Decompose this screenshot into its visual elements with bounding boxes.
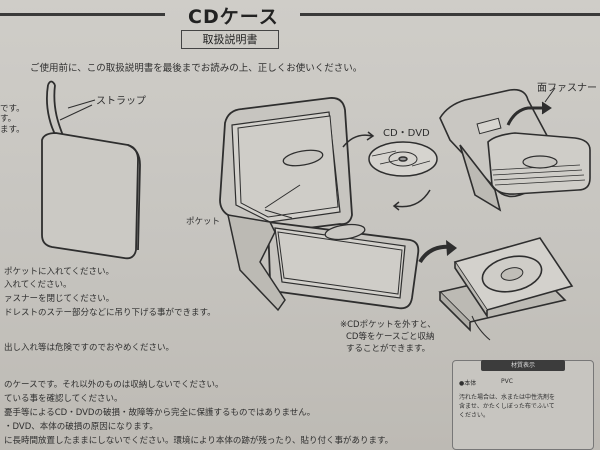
left-margin-line-1: です。 xyxy=(0,104,25,114)
step-line-2: 入れてください。 xyxy=(4,280,72,290)
material-item-value: PVC xyxy=(501,378,513,385)
pocket-label: ポケット xyxy=(186,217,221,227)
eject-arrow-head xyxy=(392,201,400,211)
bottom-line-4: ・DVD、本体の破損の原因になります。 xyxy=(4,422,158,432)
material-note-3: ください。 xyxy=(459,412,490,419)
fastener-leader xyxy=(544,87,556,103)
cd-dvd-label: CD・DVD xyxy=(383,128,430,139)
bottom-line-5: に長時間放置したままにしないでください。環境により本体の跡が残ったり、貼り付く事… xyxy=(4,436,394,446)
bottom-line-2: ている事を確認してください。 xyxy=(4,394,123,404)
title-rule-left xyxy=(0,13,165,16)
note-line-3: することができます。 xyxy=(346,344,431,354)
intro-text: ご使用前に、この取扱説明書を最後までお読みの上、正しくお使いください。 xyxy=(30,63,363,74)
material-note-1: 汚れた場合は、水または中性洗剤を xyxy=(459,394,556,401)
note-line-1: ※CDポケットを外すと、 xyxy=(340,320,436,330)
insert-arrow xyxy=(342,134,373,148)
material-item-label: ●本体 xyxy=(459,380,477,387)
material-box: 材質表示 ●本体 PVC 汚れた場合は、水または中性洗剤を 含ませ、かたくしぼっ… xyxy=(452,360,594,450)
bottom-line-1: のケースです。それ以外のものは収納しないでください。 xyxy=(4,380,224,390)
strap-label: ストラップ xyxy=(96,96,146,107)
remove-arrow-head xyxy=(446,240,457,256)
closed-case-illustration xyxy=(41,80,141,260)
insert-arrow-head xyxy=(366,131,375,141)
step-line-1: ポケットに入れてください。 xyxy=(4,267,114,277)
material-note-2: 含ませ、かたくしぼった布でふいて xyxy=(459,403,555,410)
material-title: 材質表示 xyxy=(481,360,565,371)
removed-pocket-illustration xyxy=(438,237,574,341)
manual-subtitle: 取扱説明書 xyxy=(181,30,279,49)
fastener-label: 面ファスナー xyxy=(537,83,597,94)
left-margin-line-2: す。 xyxy=(0,114,17,124)
step-line-3: ァスナーを閉じてください。 xyxy=(4,294,115,304)
open-case-illustration xyxy=(219,97,420,312)
title-rule-right xyxy=(300,13,600,16)
fastener-illustration xyxy=(439,88,591,212)
note-line-2: CD等をケースごと収納 xyxy=(346,332,435,342)
page-title: CDケース xyxy=(188,6,279,28)
step-line-4: ドレストのステー部分などに吊り下げる事ができます。 xyxy=(4,308,216,318)
left-margin-line-3: ます。 xyxy=(0,125,25,135)
disc-illustration xyxy=(368,141,438,177)
eject-arrow xyxy=(394,189,431,208)
bottom-line-3: 憂手等によるCD・DVDの破損・故障等から完全に保護するものではありません。 xyxy=(4,408,316,418)
strap-leader xyxy=(67,99,96,109)
warning-line: 出し入れ等は危険ですのでおやめください。 xyxy=(4,343,175,353)
